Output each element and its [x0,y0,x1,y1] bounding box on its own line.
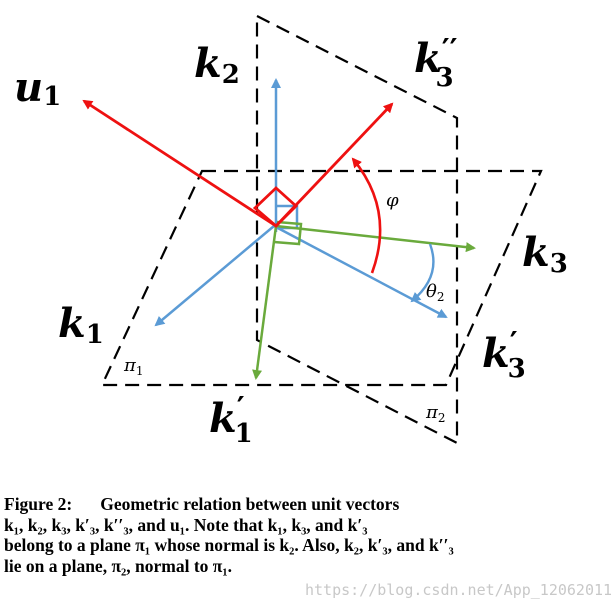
label-k2: k2 [194,40,240,90]
geometry-diagram: u1 k2 k′′3 k3 k1 k′3 k′1 φ θ2 π1 π2 [14,14,568,449]
caption-line-4: lie on a plane, π₂, normal to π₁. [4,555,233,576]
caption-line-1: Figure 2: Geometric relation between unit… [4,494,598,515]
vector-k1 [154,225,275,327]
label-k3p: k′3 [482,326,526,384]
label-theta2: θ2 [426,281,444,304]
plane-pi1 [100,169,543,387]
label-k3: k3 [522,229,568,279]
arc-theta2 [410,243,435,303]
watermark: https://blog.csdn.net/App_12062011 [305,581,612,599]
vector-k3 [275,224,476,253]
plane-pi2 [255,14,459,445]
label-k3pp: k′′3 [414,33,458,93]
right-angle-green [273,220,303,246]
right-angle-red [252,186,299,228]
label-phi: φ [386,190,399,211]
figure-caption: Figure 2: Geometric relation between unit… [4,494,598,576]
caption-figure-number: Figure 2: [4,494,73,514]
label-u1: u1 [14,64,61,112]
arc-phi [351,157,382,274]
caption-line-3: belong to a plane π₁ whose normal is k₂.… [4,535,454,555]
label-k1p: k′1 [209,391,253,449]
vector-k1p [252,225,278,380]
label-pi1: π1 [123,355,143,378]
vector-u1 [82,99,277,228]
caption-line-2: k₁, k₂, k₃, k′₃, k′′₃, and u₁. Note that… [4,514,368,535]
label-pi2: π2 [425,402,445,425]
label-k1: k1 [58,300,104,350]
caption-line-1-text: Geometric relation between unit vectors [100,494,400,514]
